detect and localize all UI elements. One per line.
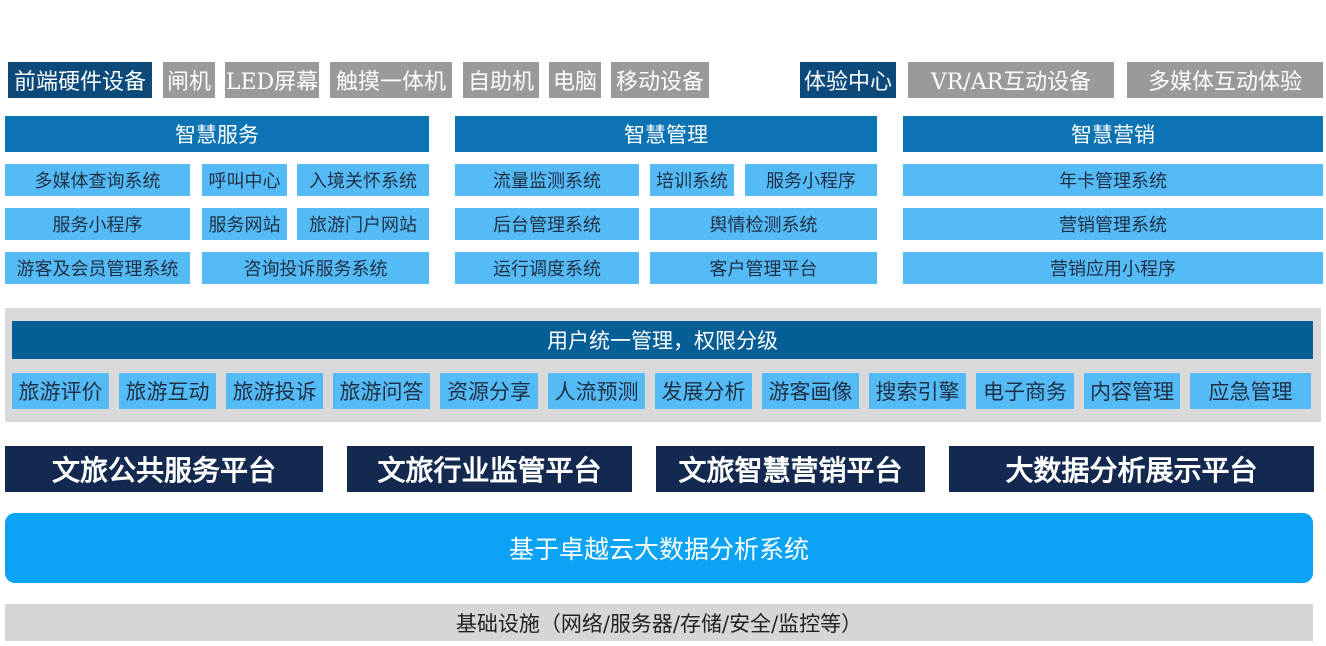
system-box: 服务小程序 (745, 164, 877, 196)
system-box: 入境关怀系统 (297, 164, 429, 196)
hardware-item-pc: 电脑 (549, 62, 601, 98)
experience-item-vr: VR/AR互动设备 (908, 62, 1114, 98)
system-box: 年卡管理系统 (903, 164, 1323, 196)
function-box: 资源分享 (440, 373, 538, 409)
system-box: 流量监测系统 (455, 164, 639, 196)
system-box: 后台管理系统 (455, 208, 639, 240)
platform-smart-marketing: 文旅智慧营销平台 (656, 446, 925, 492)
function-box: 发展分析 (655, 373, 752, 409)
function-box: 游客画像 (762, 373, 859, 409)
section-title-service: 智慧服务 (5, 116, 429, 152)
section-title-marketing: 智慧营销 (903, 116, 1323, 152)
hardware-item-mobile: 移动设备 (611, 62, 709, 98)
system-box: 营销管理系统 (903, 208, 1323, 240)
system-box: 客户管理平台 (650, 252, 877, 284)
system-box: 运行调度系统 (455, 252, 639, 284)
function-box: 旅游互动 (119, 373, 216, 409)
hardware-item-gate: 闸机 (163, 62, 215, 98)
system-box: 呼叫中心 (202, 164, 287, 196)
function-box: 内容管理 (1084, 373, 1180, 409)
system-box: 培训系统 (650, 164, 734, 196)
function-box: 人流预测 (548, 373, 645, 409)
infrastructure: 基础设施（网络/服务器/存储/安全/监控等） (5, 604, 1313, 641)
function-box: 旅游投诉 (226, 373, 323, 409)
system-box: 多媒体查询系统 (5, 164, 190, 196)
hardware-item-kiosk: 自助机 (463, 62, 539, 98)
function-box: 旅游评价 (12, 373, 109, 409)
platform-bigdata-display: 大数据分析展示平台 (949, 446, 1314, 492)
system-box: 服务小程序 (5, 208, 190, 240)
platform-public-service: 文旅公共服务平台 (5, 446, 323, 492)
system-box: 舆情检测系统 (650, 208, 877, 240)
function-box: 旅游问答 (333, 373, 430, 409)
system-box: 营销应用小程序 (903, 252, 1323, 284)
system-box: 咨询投诉服务系统 (202, 252, 429, 284)
base-system: 基于卓越云大数据分析系统 (5, 513, 1313, 583)
system-box: 服务网站 (202, 208, 287, 240)
experience-label: 体验中心 (800, 62, 896, 98)
hardware-item-touch: 触摸一体机 (330, 62, 452, 98)
experience-item-multimedia: 多媒体互动体验 (1127, 62, 1323, 98)
system-box: 游客及会员管理系统 (5, 252, 190, 284)
hardware-item-led: LED屏幕 (225, 62, 319, 98)
function-box: 搜索引擎 (869, 373, 966, 409)
system-box: 旅游门户网站 (297, 208, 429, 240)
hardware-label: 前端硬件设备 (8, 62, 152, 98)
function-box: 应急管理 (1190, 373, 1311, 409)
platform-industry-supervision: 文旅行业监管平台 (347, 446, 632, 492)
section-title-management: 智慧管理 (455, 116, 877, 152)
user-panel-title: 用户统一管理，权限分级 (12, 321, 1313, 359)
function-box: 电子商务 (976, 373, 1074, 409)
